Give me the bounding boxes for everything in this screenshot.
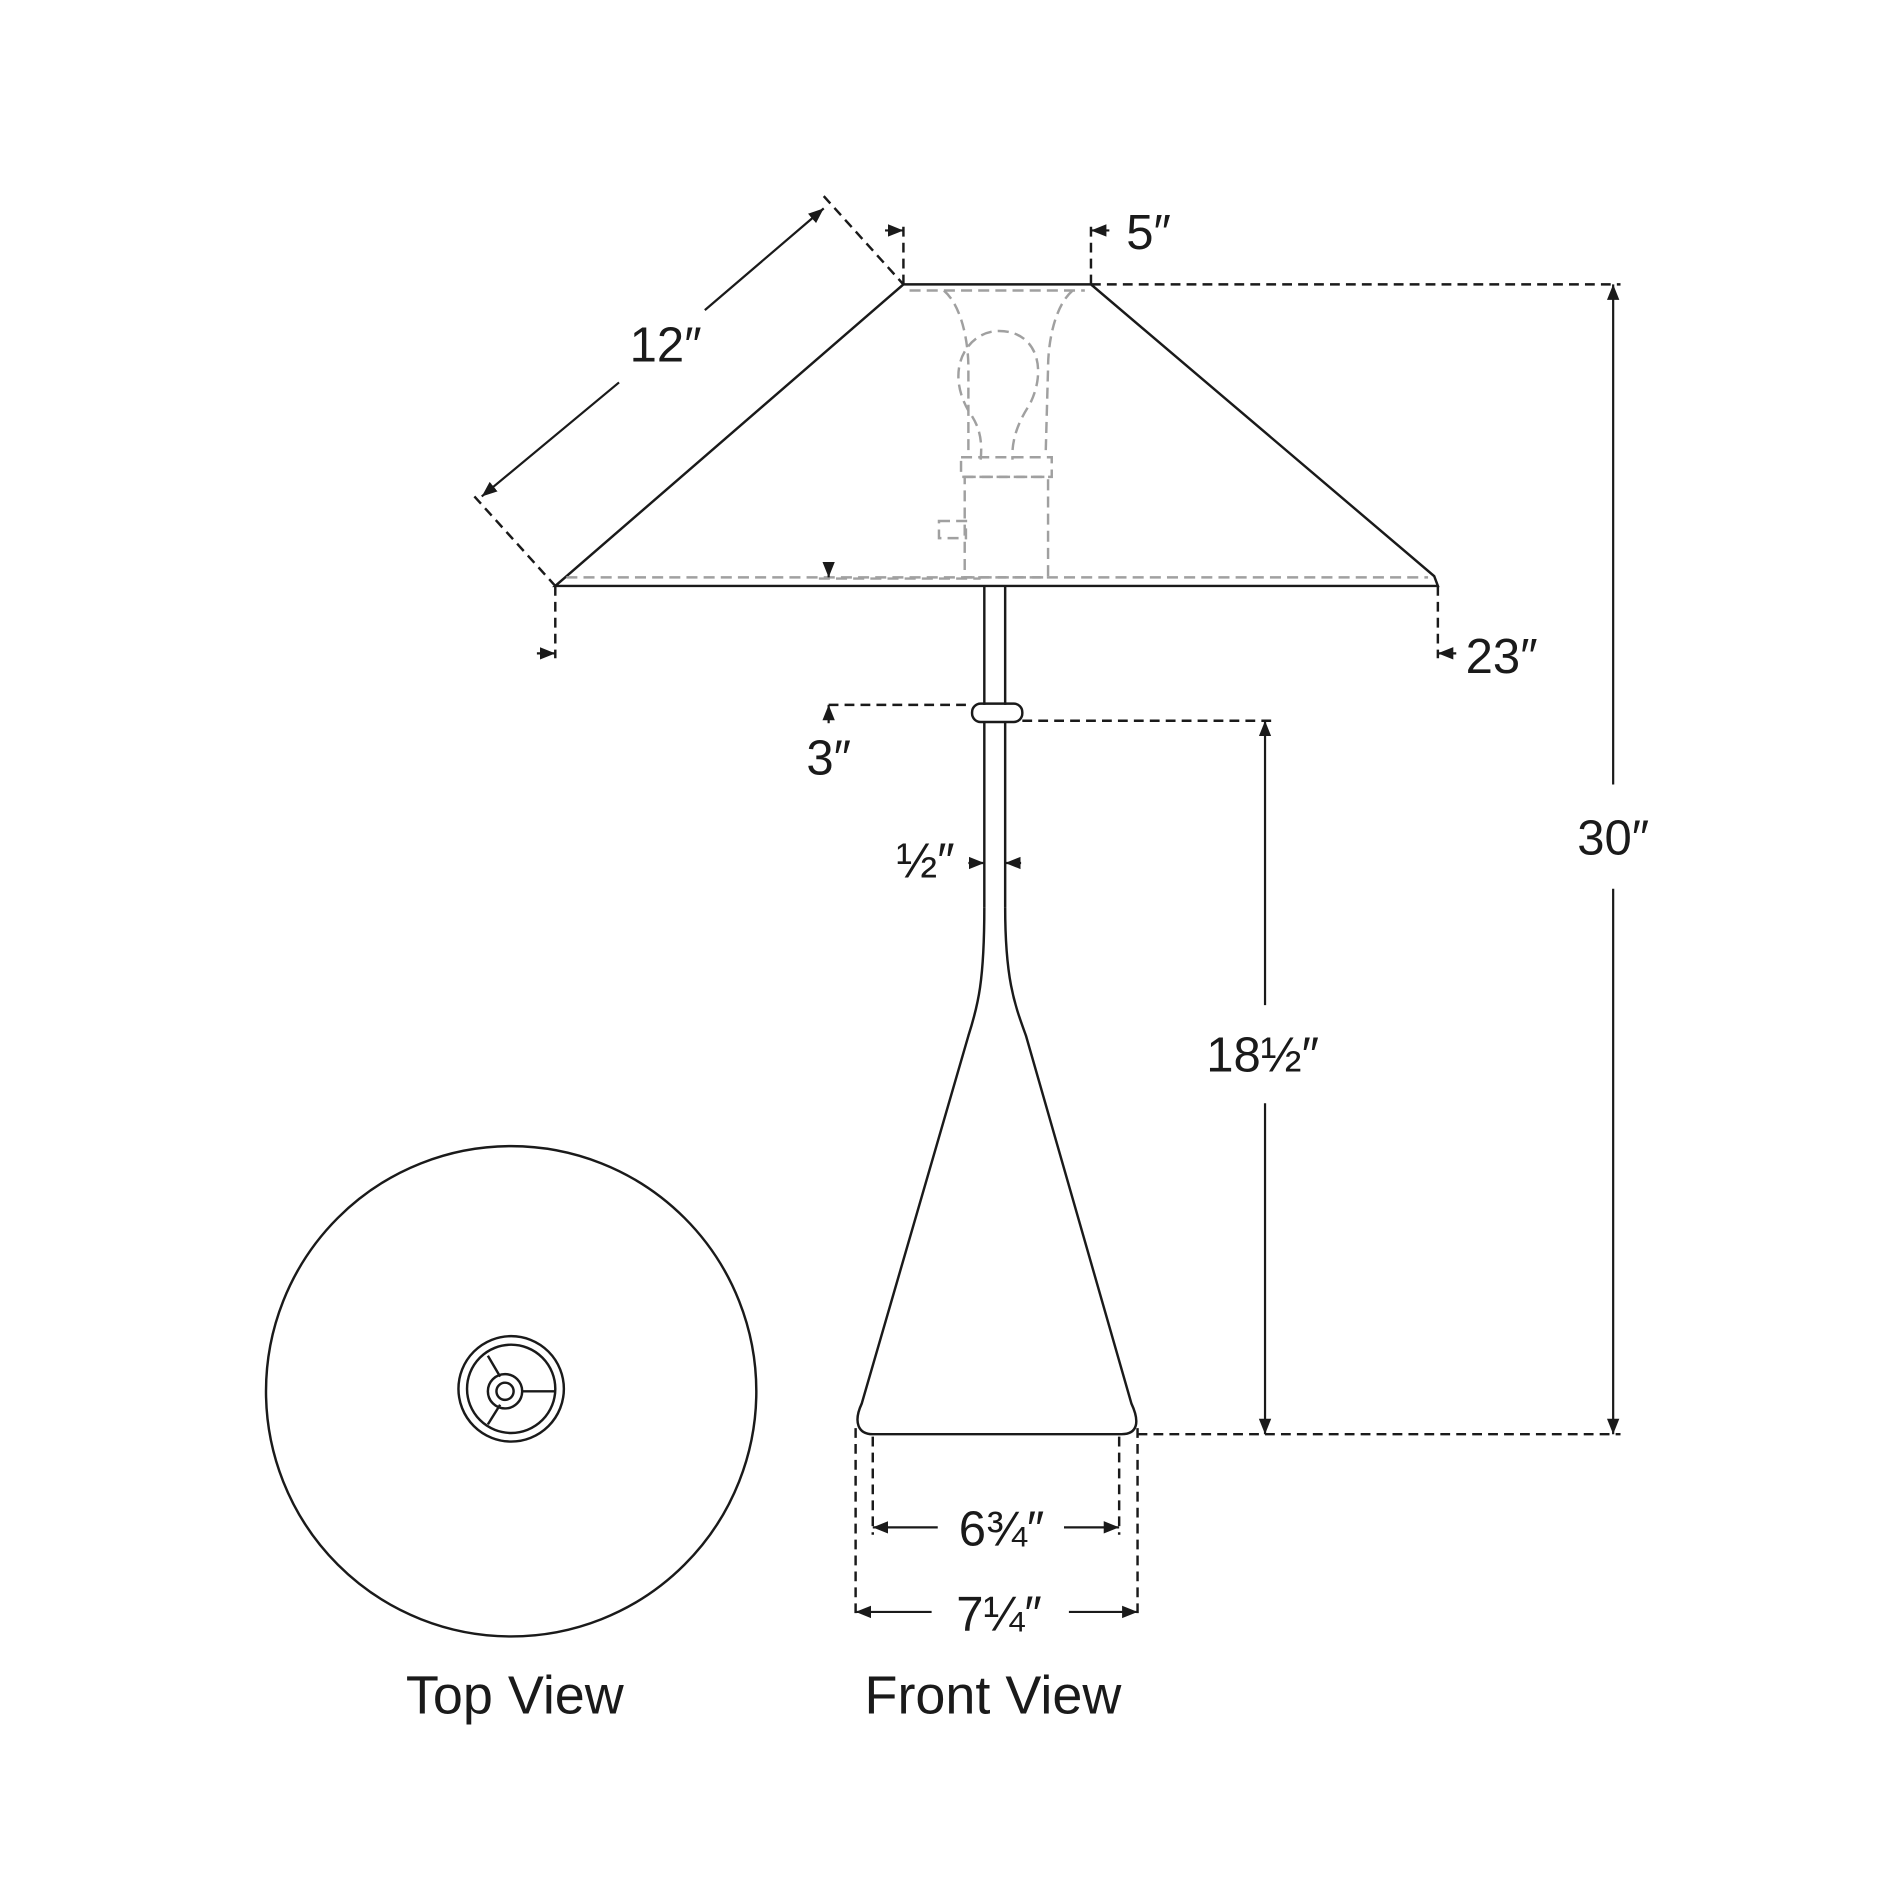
dim-base-height: 18½″ (1022, 719, 1319, 1435)
dim-collar-offset: 3″ (806, 561, 981, 786)
label-collar-offset: 3″ (806, 732, 851, 786)
lamp-base (856, 907, 1138, 1436)
bulb-and-socket (909, 289, 1085, 579)
top-view (264, 1144, 758, 1638)
label-base-outer-width: 7¼″ (956, 1587, 1042, 1641)
dim-base-outer-width: 7¼″ (854, 1428, 1139, 1641)
label-shade-bottom: 23″ (1466, 630, 1538, 684)
label-overall-height: 30″ (1577, 811, 1649, 865)
label-shade-slant: 12″ (630, 319, 702, 373)
dim-shade-top: 5″ (885, 206, 1171, 285)
dim-base-inner-width: 6¾″ (871, 1436, 1121, 1557)
caption-front-view: Front View (865, 1666, 1123, 1726)
dim-shade-slant: 12″ (473, 195, 905, 587)
label-base-inner-width: 6¾″ (959, 1503, 1045, 1557)
lamp-stem (970, 585, 1024, 908)
label-base-height: 18½″ (1206, 1028, 1319, 1082)
label-stem-width: ½″ (896, 835, 954, 889)
dim-shade-bottom: 23″ (536, 585, 1538, 684)
label-shade-top: 5″ (1126, 206, 1171, 260)
caption-top-view: Top View (406, 1666, 625, 1726)
dim-stem-width: ½″ (896, 835, 1022, 889)
lamp-shade (552, 283, 1440, 588)
dim-overall-height: 30″ (1090, 283, 1649, 1436)
